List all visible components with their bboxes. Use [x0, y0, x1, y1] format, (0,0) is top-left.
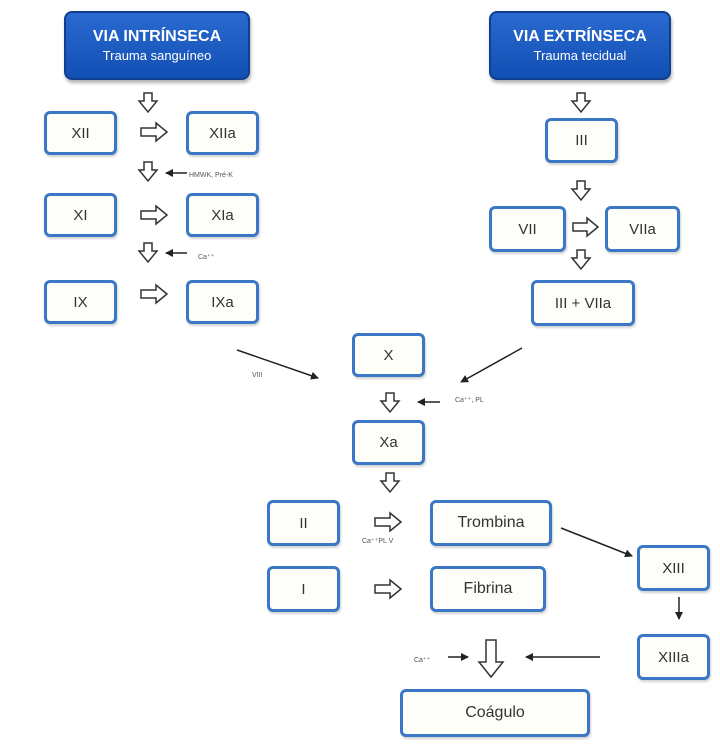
right-arrow-icon [374, 511, 403, 533]
note-calcium-pl: Ca⁺⁺, PL [455, 397, 484, 404]
node-ix: IX [44, 280, 117, 324]
node-ixa: IXa [186, 280, 259, 324]
intrinsic-title: VIA INTRÍNSECA [92, 27, 222, 45]
node-iii: III [545, 118, 618, 163]
node-viia: VIIa [605, 206, 680, 252]
node-fibrina: Fibrina [430, 566, 546, 612]
pathway-arrow [460, 347, 523, 383]
right-arrow-icon [374, 578, 403, 600]
intrinsic-subtitle: Trauma sanguíneo [102, 47, 212, 63]
node-coagulo: Coágulo [400, 689, 590, 737]
down-arrow-icon [570, 180, 592, 202]
right-arrow-icon [140, 283, 169, 305]
down-arrow-icon [137, 161, 159, 183]
extrinsic-pathway-header: VIA EXTRÍNSECA Trauma tecidual [489, 11, 671, 80]
intrinsic-pathway-header: VIA INTRÍNSECA Trauma sanguíneo [64, 11, 250, 80]
note-viii: VIII [252, 372, 263, 379]
node-xiii: XIII [637, 545, 710, 591]
note-calcium-xi: Ca⁺⁺ [198, 254, 215, 261]
node-x: X [352, 333, 425, 377]
down-arrow-icon [379, 392, 401, 414]
right-arrow-icon [140, 121, 169, 143]
extrinsic-title: VIA EXTRÍNSECA [513, 27, 647, 45]
right-arrow-icon [572, 216, 600, 238]
node-ii: II [267, 500, 340, 546]
node-i: I [267, 566, 340, 612]
down-arrow-icon [137, 92, 159, 114]
right-arrow-icon [140, 204, 169, 226]
pathway-arrow [560, 527, 633, 558]
node-trombina: Trombina [430, 500, 552, 546]
node-xa: Xa [352, 420, 425, 465]
node-xiiia: XIIIa [637, 634, 710, 680]
down-arrow-icon [137, 242, 159, 264]
node-xi: XI [44, 193, 117, 237]
node-vii: VII [489, 206, 566, 252]
extrinsic-subtitle: Trauma tecidual [533, 47, 627, 63]
down-arrow-icon [477, 639, 505, 679]
down-arrow-icon [379, 472, 401, 494]
note-calcium-pl-v: Ca⁺⁺PL V [362, 538, 394, 545]
node-iii-viia: III + VIIa [531, 280, 635, 326]
node-xii: XII [44, 111, 117, 155]
note-calcium-clot: Ca⁺⁺ [414, 657, 431, 664]
node-xia: XIa [186, 193, 259, 237]
note-hmwk-prek: HMWK, Pré-K [189, 172, 233, 179]
down-arrow-icon [570, 249, 592, 271]
down-arrow-icon [570, 92, 592, 114]
node-xiia: XIIa [186, 111, 259, 155]
pathway-arrow [236, 349, 319, 380]
